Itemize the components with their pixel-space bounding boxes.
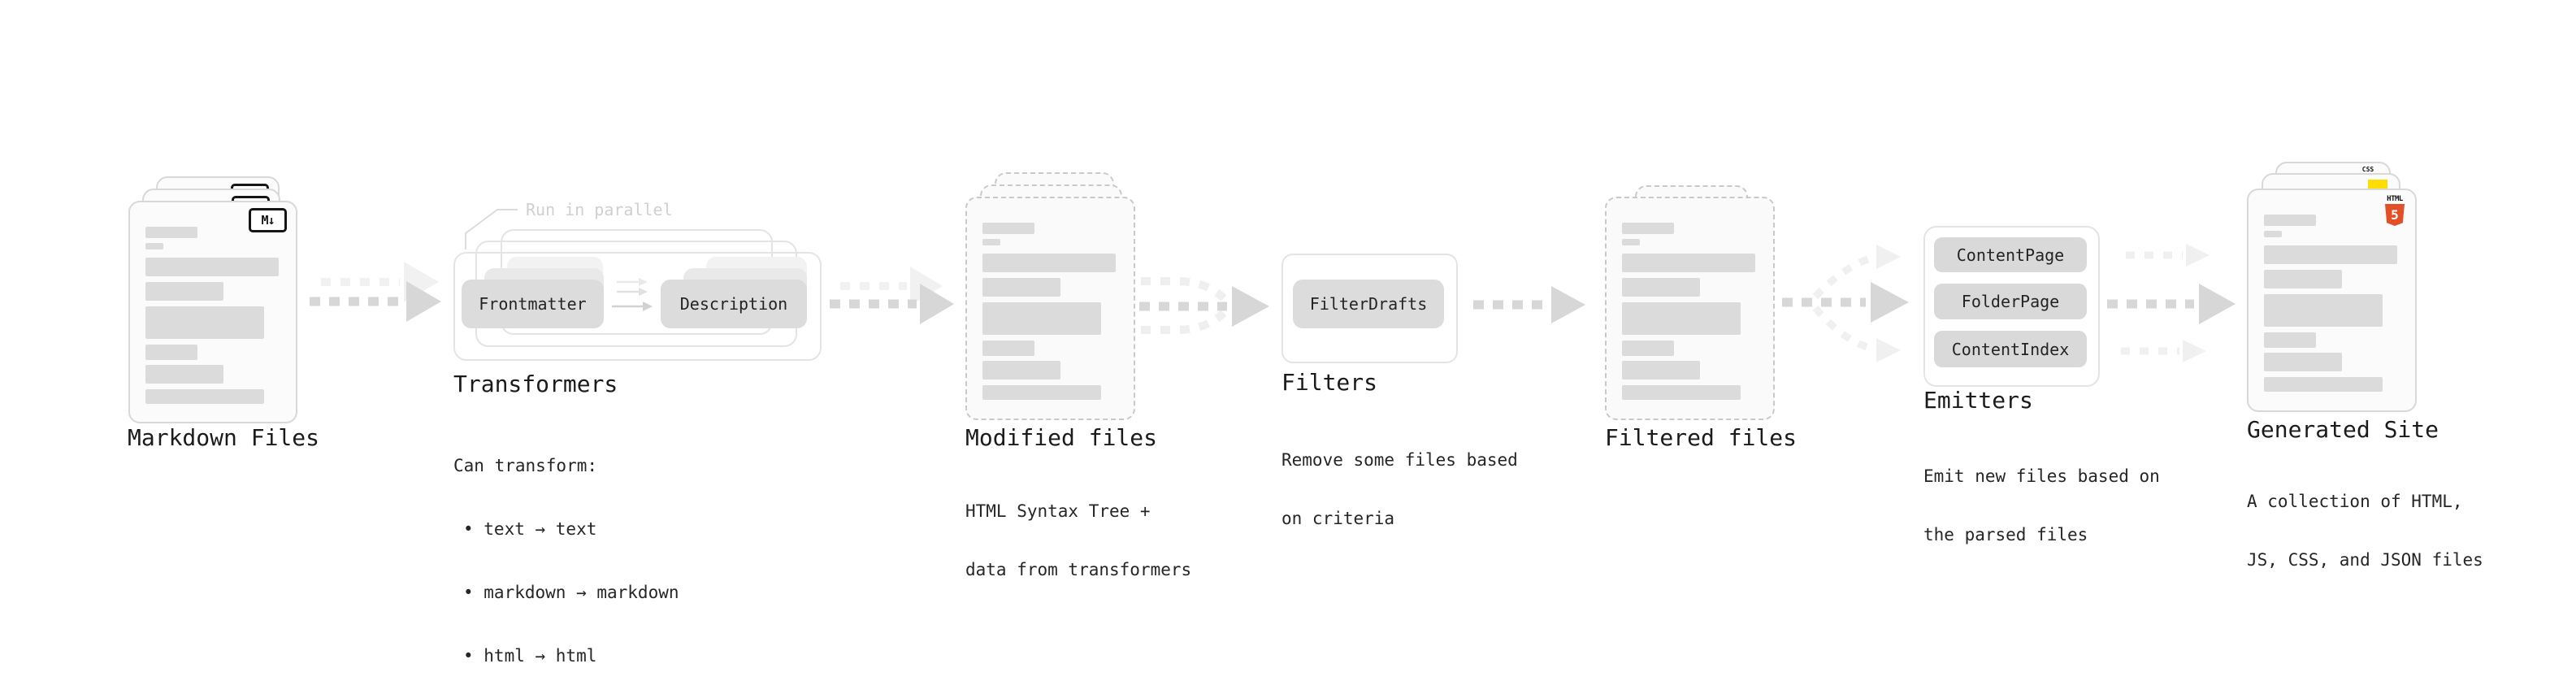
modified-files-note: HTML Syntax Tree + data from transformer… xyxy=(965,462,1191,618)
placeholder-bar xyxy=(2264,332,2316,348)
placeholder-bar xyxy=(982,239,1000,245)
placeholder-bar xyxy=(1622,239,1640,245)
placeholder-bar xyxy=(2264,215,2316,226)
contentindex-pill: ContentIndex xyxy=(1934,331,2087,367)
placeholder-bar xyxy=(1622,385,1741,400)
placeholder-bar xyxy=(145,227,197,238)
run-in-parallel-annotation: Run in parallel xyxy=(526,200,673,219)
arrow-frontmatter-to-description xyxy=(612,278,653,311)
stage-label-modified-files: Modified files xyxy=(965,424,1158,451)
placeholder-bar xyxy=(2264,294,2383,327)
emitters-note-line: Emit new files based on xyxy=(1923,466,2160,486)
placeholder-bar xyxy=(145,282,223,301)
filtered-file-card xyxy=(1605,197,1775,420)
modified-file-card xyxy=(965,197,1135,420)
placeholder-bar xyxy=(2264,353,2342,371)
stage-label-generated-site: Generated Site xyxy=(2247,416,2439,443)
placeholder-bar xyxy=(1622,278,1700,297)
filterdrafts-pill: FilterDrafts xyxy=(1293,280,1444,328)
placeholder-bar xyxy=(2264,245,2397,264)
arrow-filtered-to-emitters-fanout xyxy=(1782,245,1909,362)
placeholder-bar xyxy=(145,258,279,276)
css-icon-label: CSS xyxy=(2361,166,2374,173)
transformer-frame-front xyxy=(453,252,822,361)
frontmatter-pill: Frontmatter xyxy=(462,280,604,328)
transformers-bullet: • text → text xyxy=(463,519,597,539)
emitters-note: Emit new files based on the parsed files xyxy=(1923,427,2160,583)
filters-note-line: on criteria xyxy=(1281,509,1395,528)
html5-icon-label: HTML xyxy=(2387,195,2403,203)
arrow-transformers-to-modified xyxy=(830,267,954,324)
placeholder-bar xyxy=(1622,254,1755,272)
placeholder-bar xyxy=(1622,223,1674,234)
stage-label-filtered-files: Filtered files xyxy=(1605,424,1798,451)
emitters-note-line: the parsed files xyxy=(1923,525,2088,544)
placeholder-bar xyxy=(982,340,1034,356)
modified-files-note-line: HTML Syntax Tree + xyxy=(965,501,1151,521)
stage-label-markdown-files: Markdown Files xyxy=(128,424,320,451)
placeholder-bar xyxy=(2264,377,2383,392)
markdown-file-card: M↓ xyxy=(128,201,297,423)
folderpage-pill: FolderPage xyxy=(1934,284,2087,319)
markdown-icon: M↓ xyxy=(249,208,287,232)
html5-icon-shield: 5 xyxy=(2385,204,2405,226)
placeholder-bar xyxy=(1622,302,1741,335)
arrow-filters-to-filtered xyxy=(1473,286,1585,323)
filters-note-line: Remove some files based xyxy=(1281,450,1518,470)
placeholder-bar xyxy=(145,365,223,384)
transformers-note: Can transform: • text → text • markdown … xyxy=(453,413,679,681)
modified-files-note-line: data from transformers xyxy=(965,560,1192,579)
html5-icon-number: 5 xyxy=(2391,206,2399,223)
filters-note: Remove some files based on criteria xyxy=(1281,411,1518,567)
placeholder-bar xyxy=(1622,340,1674,356)
generated-site-note-line: JS, CSS, and JSON files xyxy=(2247,550,2483,570)
transformers-note-title: Can transform: xyxy=(453,456,598,475)
placeholder-bar xyxy=(145,306,264,339)
generated-site-note-line: A collection of HTML, xyxy=(2247,492,2463,511)
placeholder-bar xyxy=(982,361,1060,380)
placeholder-bar xyxy=(982,385,1101,400)
stage-label-emitters: Emitters xyxy=(1923,387,2033,414)
placeholder-bar xyxy=(2264,231,2282,237)
transformers-bullet: • html → html xyxy=(463,646,597,666)
placeholder-bar xyxy=(145,243,163,249)
placeholder-bar xyxy=(982,302,1101,335)
placeholder-bar xyxy=(982,278,1060,297)
stage-label-transformers: Transformers xyxy=(453,371,618,397)
placeholder-bar xyxy=(982,223,1034,234)
arrow-modified-to-filters-merge xyxy=(1139,277,1269,334)
description-pill: Description xyxy=(661,280,807,328)
placeholder-bar xyxy=(982,254,1116,272)
contentpage-pill: ContentPage xyxy=(1934,237,2087,272)
generated-site-card: HTML 5 xyxy=(2247,189,2417,412)
js-icon xyxy=(2368,180,2387,189)
arrow-markdown-to-transformers xyxy=(310,262,441,322)
placeholder-bar xyxy=(2264,270,2342,288)
placeholder-bar xyxy=(145,389,264,404)
placeholder-bar xyxy=(1622,361,1700,380)
run-in-parallel-leader-line xyxy=(465,209,518,249)
generated-site-note: A collection of HTML, JS, CSS, and JSON … xyxy=(2247,453,2483,609)
html5-icon: HTML 5 xyxy=(2384,195,2405,226)
placeholder-bar xyxy=(145,345,197,360)
transformers-bullet: • markdown → markdown xyxy=(463,583,679,602)
stage-label-filters: Filters xyxy=(1281,369,1378,396)
arrow-emitters-to-generated xyxy=(2107,244,2236,362)
